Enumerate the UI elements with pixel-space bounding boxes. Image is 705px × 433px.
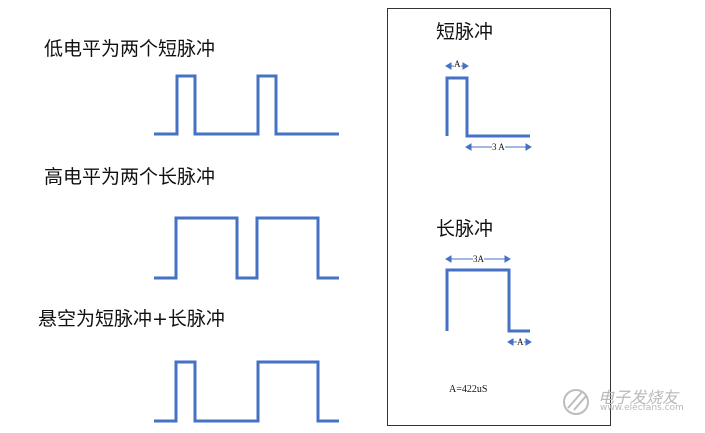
pulse-definition-panel [387,8,611,426]
long-pulse-title: 长脉冲 [436,218,494,240]
short-gap-label: 3 A [492,142,505,152]
pulse-unit-formula: A=422uS [449,384,488,395]
long-pulse-shape [445,268,530,333]
low-level-label: 低电平为两个短脉冲 [44,38,216,60]
floating-label: 悬空为短脉冲+长脉冲 [38,308,225,330]
short-pulse-title: 短脉冲 [436,21,494,43]
waveform-high [154,216,339,280]
long-gap-label: A [517,337,524,347]
high-level-label: 高电平为两个长脉冲 [44,166,216,188]
short-width-label: A [454,59,461,69]
waveform-floating [154,360,339,423]
long-width-label: 3A [473,254,484,264]
watermark-text: 电子发烧友 [598,388,679,407]
watermark-url: www.elecfans.com [600,403,684,413]
watermark-logo-icon [563,389,589,415]
short-pulse-shape [445,76,530,138]
waveform-low [154,74,339,136]
